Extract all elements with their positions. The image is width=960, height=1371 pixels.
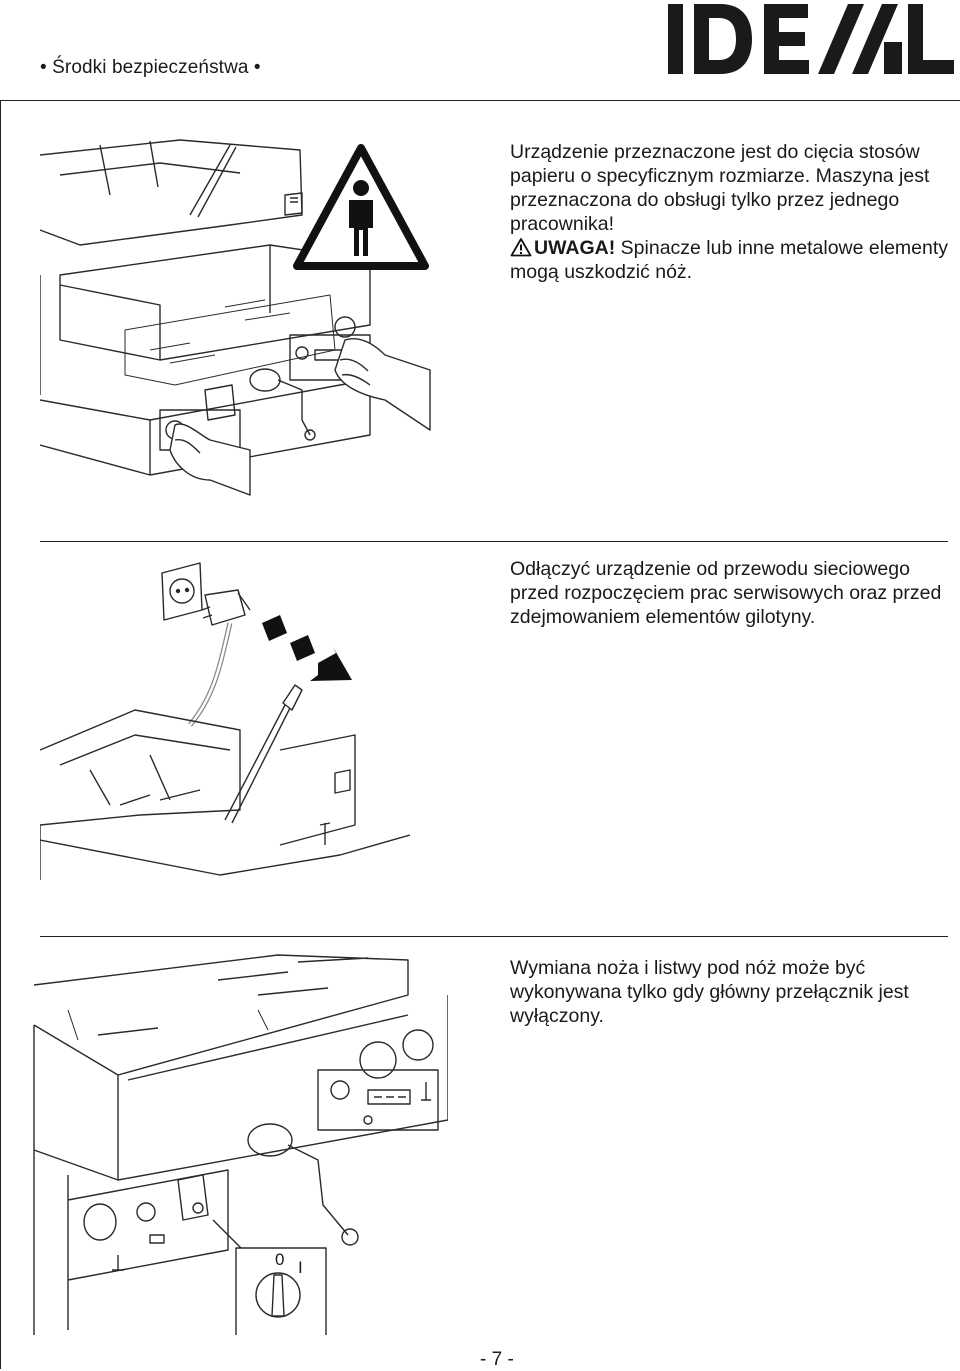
page-number: - 7 - (480, 1349, 514, 1370)
switch-label-off: 0 (275, 1250, 285, 1269)
warning-text: Spinacze lub inne metalowe elementy mogą… (510, 237, 949, 283)
section-1-text: Urządzenie przeznaczone jest do cięcia s… (510, 140, 955, 284)
operator-two-hand-illustration (40, 139, 431, 496)
section-separator (40, 541, 948, 542)
frame-left-border (0, 100, 1, 1369)
section-separator (40, 936, 948, 937)
warning-triangle-icon (510, 238, 532, 257)
section-3-text: Wymiana noża i listwy pod nóż może być w… (510, 957, 909, 1027)
main-switch-illustration (33, 954, 448, 1335)
frame-top-border (0, 100, 960, 101)
section-2-text: Odłączyć urządzenie od przewodu sieciowe… (510, 558, 942, 628)
section-title: • Środki bezpieczeństwa • (40, 57, 261, 78)
warning-triangle-person-icon (293, 144, 429, 270)
usage-paragraph: Urządzenie przeznaczone jest do cięcia s… (510, 141, 930, 235)
unplug-cable-illustration (40, 562, 410, 880)
warning-label: UWAGA! (534, 237, 616, 259)
ideal-logo (668, 4, 954, 74)
switch-label-on: I (298, 1258, 303, 1277)
